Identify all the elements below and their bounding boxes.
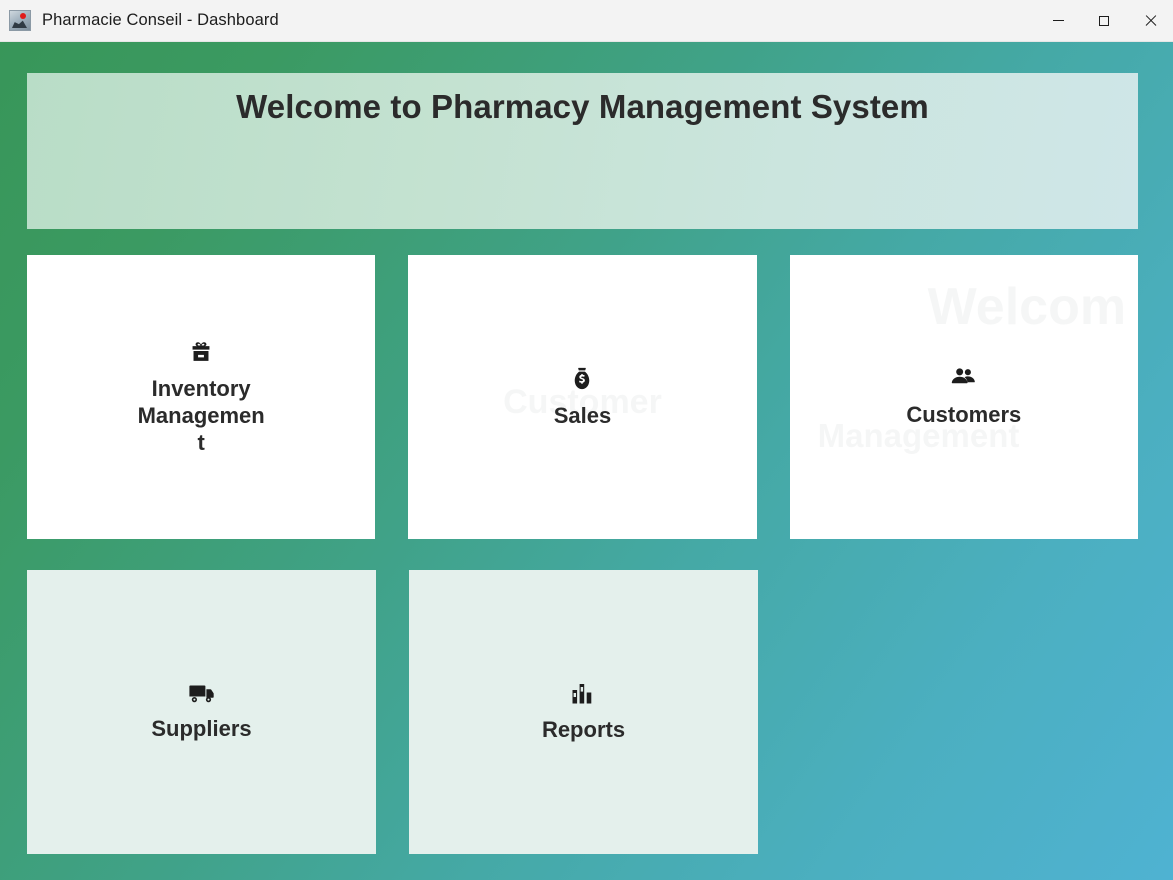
money-bag-icon (569, 365, 595, 396)
bar-chart-icon (571, 682, 597, 710)
maximize-button[interactable] (1081, 0, 1127, 41)
card-inventory-management[interactable]: Inventory Management (27, 255, 376, 539)
minimize-icon (1052, 20, 1064, 21)
card-sales[interactable]: Customer Sales (408, 255, 757, 539)
gift-box-icon (188, 339, 214, 369)
close-button[interactable] (1127, 0, 1173, 41)
card-label: Customers (906, 402, 1022, 427)
ghost-artifact-text-top: Welcom (927, 278, 1127, 336)
card-row-bottom: Suppliers Reports (27, 570, 1138, 854)
welcome-title: Welcome to Pharmacy Management System (236, 88, 929, 125)
title-bar: Pharmacie Conseil - Dashboard (0, 0, 1173, 42)
card-row-top: Inventory Management Customer Sales Welc… (27, 255, 1138, 539)
title-bar-left: Pharmacie Conseil - Dashboard (0, 10, 279, 31)
welcome-banner: Welcome to Pharmacy Management System (27, 73, 1138, 229)
card-label: Reports (541, 716, 626, 742)
minimize-button[interactable] (1035, 0, 1081, 41)
maximize-icon (1099, 15, 1109, 26)
card-label: Sales (553, 403, 612, 428)
dashboard-card-grid: Inventory Management Customer Sales Welc… (27, 255, 1138, 880)
card-reports[interactable]: Reports (409, 570, 758, 854)
people-icon (950, 366, 977, 395)
pharmacy-app-icon (9, 10, 31, 31)
card-label: Suppliers (151, 716, 252, 741)
delivery-truck-icon (188, 682, 216, 709)
dashboard-content: Welcome to Pharmacy Management System In… (0, 42, 1173, 880)
window-title: Pharmacie Conseil - Dashboard (42, 11, 279, 29)
card-customers[interactable]: Welcom Management Customers (789, 255, 1138, 539)
close-icon (1144, 14, 1157, 27)
window-controls (1035, 0, 1173, 41)
card-label: Inventory Management (137, 375, 265, 455)
card-suppliers[interactable]: Suppliers (27, 570, 376, 854)
